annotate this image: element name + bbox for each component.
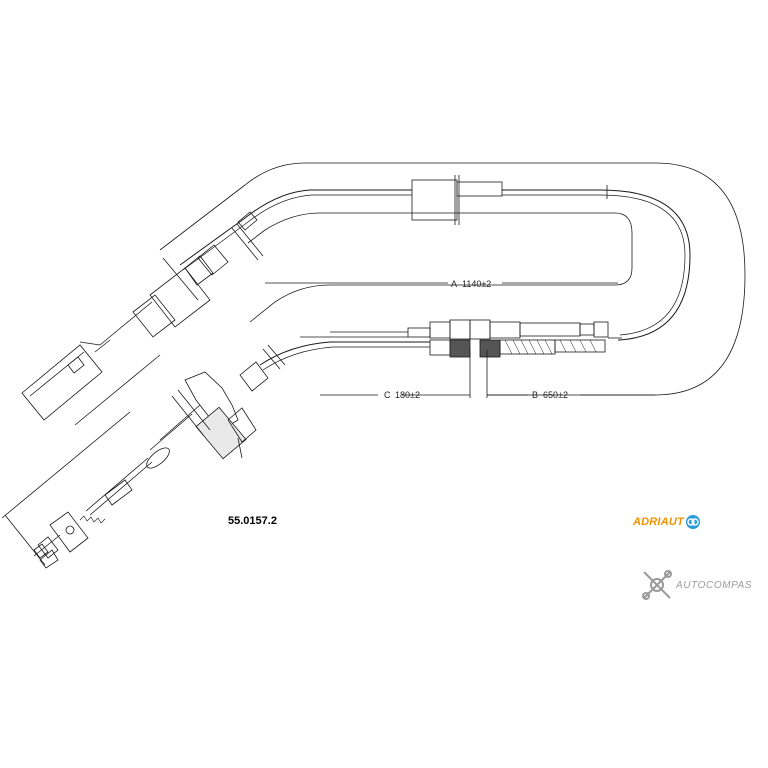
dim-b-value: 650±2 xyxy=(543,390,568,400)
lower-cable xyxy=(259,341,430,366)
part-number: 55.0157.2 xyxy=(228,515,277,527)
autocompas-watermark: AUTOCOMPAS xyxy=(640,568,752,602)
inner-guide-curve xyxy=(247,212,633,323)
dim-a-value: 1140±2 xyxy=(462,279,491,289)
outer-guide-curve xyxy=(159,162,746,396)
dim-c-label: C xyxy=(384,390,391,400)
brand-logo: ADRIAUT xyxy=(633,513,701,531)
wrench-gear-icon xyxy=(642,570,672,600)
dim-c-value: 180±2 xyxy=(395,390,420,400)
dim-b-label: B xyxy=(532,390,538,400)
dim-a-label: A xyxy=(451,279,457,289)
upper-end-clevis xyxy=(21,339,111,421)
lower-adjuster xyxy=(429,319,622,358)
linked-circles-icon xyxy=(685,515,700,529)
upper-left-fitting xyxy=(99,211,264,346)
upper-sleeve xyxy=(411,179,458,221)
lower-end-fitting xyxy=(33,511,89,569)
lower-inner-wire xyxy=(89,461,153,516)
watermark-text: AUTOCOMPAS xyxy=(676,579,753,591)
brand-name: ADRIAUT xyxy=(633,516,684,528)
lower-bracket xyxy=(146,344,286,469)
upper-cable xyxy=(179,189,412,266)
